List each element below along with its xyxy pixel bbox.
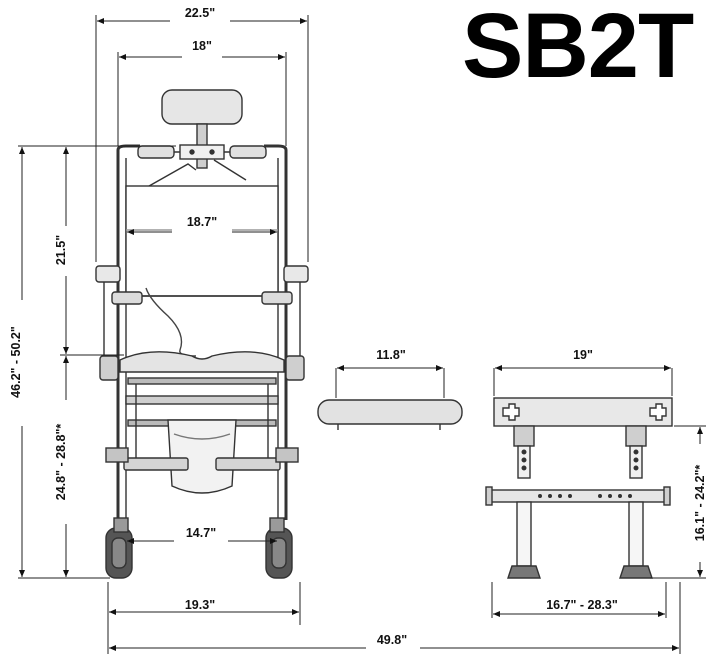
table-top <box>493 397 673 427</box>
right-footrest <box>215 457 281 471</box>
dimension-labels: 22.5" 18" 18.7" 46.2" - 50.2" 21.5" 24.8… <box>8 6 709 654</box>
table-crossbar <box>489 489 667 503</box>
table-width-label: 19" <box>573 348 593 362</box>
model-title: SB2T <box>462 0 694 97</box>
total-length-label: 49.8" <box>377 633 407 647</box>
headrest <box>161 89 243 125</box>
seat-back-width-label: 18.7" <box>187 215 217 229</box>
seat-height-label: 24.8" - 28.8"* <box>54 424 68 501</box>
shower-chair-front-view <box>95 89 309 579</box>
left-footrest <box>123 457 189 471</box>
armrest-length-label: 11.8" <box>376 348 406 362</box>
headrest-width-label: 18" <box>192 39 212 53</box>
table-front-view <box>485 397 673 579</box>
overall-width-label: 22.5" <box>185 6 215 20</box>
table-base-width-label: 16.7" - 28.3" <box>546 598 618 612</box>
dimension-lines <box>18 15 706 654</box>
overall-height-label: 46.2" - 50.2" <box>9 326 23 398</box>
seat <box>119 351 285 373</box>
inner-width-label: 14.7" <box>186 526 216 540</box>
back-height-label: 21.5" <box>54 235 68 265</box>
table-height-label: 16.1" - 24.2"* <box>693 465 707 542</box>
base-width-label: 19.3" <box>185 598 215 612</box>
armrest-side-view <box>317 399 463 430</box>
commode-bucket <box>167 419 237 494</box>
backrest <box>125 185 279 297</box>
right-armrest <box>283 265 309 283</box>
left-armrest <box>95 265 121 283</box>
